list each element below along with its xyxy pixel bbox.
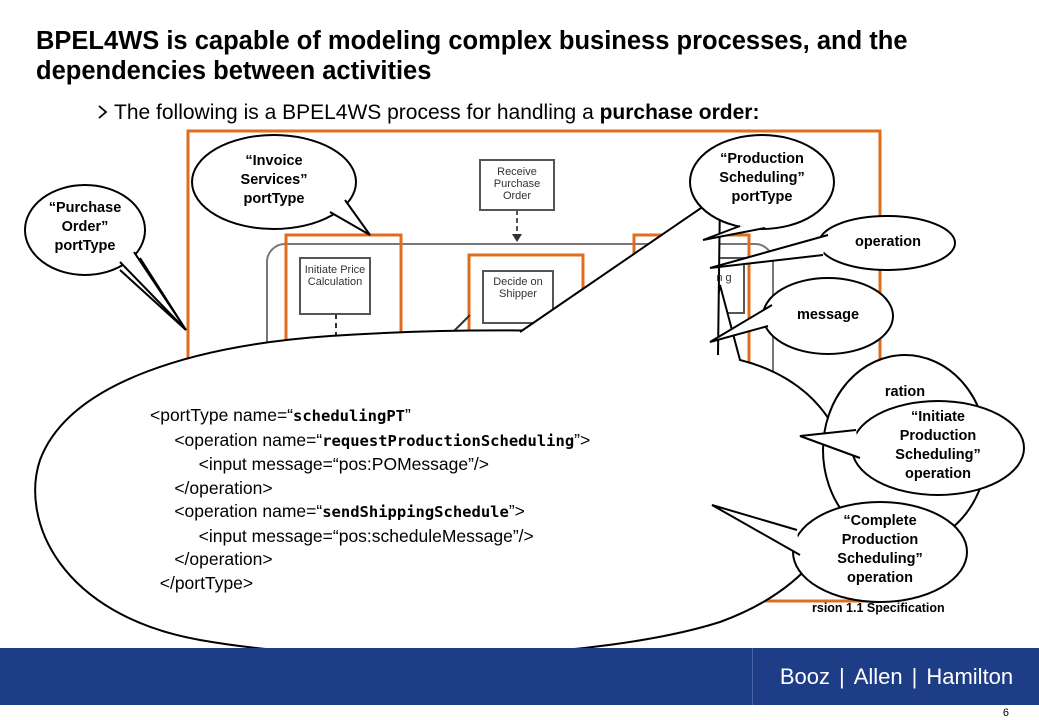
initiate-production-callout: “Initiate Production Scheduling” operati… (895, 409, 981, 482)
initiate-price-label: Initiate Price Calculation (304, 264, 366, 288)
message-callout: message (796, 307, 860, 323)
operation-partial-callout: ration (884, 384, 926, 400)
code-line-7: </operation> (174, 549, 273, 569)
purchase-order-callout: “Purchase Order” portType (48, 200, 122, 254)
code-line-3: <input message=“pos:POMessage”/> (198, 454, 489, 474)
initiate-price-box (299, 257, 371, 315)
scheduling-box-label: n g (716, 272, 732, 284)
bullet-text: The following is a BPEL4WS process for h… (114, 101, 600, 124)
code-line-5: <operation name=“sendShippingSchedule”> (174, 501, 525, 521)
receive-po-label: Receive Purchase Order (493, 166, 541, 202)
code-line-2: <operation name=“requestProductionSchedu… (174, 429, 591, 450)
code-line-8: </portType> (159, 572, 254, 593)
porttype-code-block: <portType name=“schedulingPT” <operation… (150, 404, 590, 595)
decide-shipper-label: Decide on Shipper (493, 276, 543, 300)
spec-caption: rsion 1.1 Specification (812, 601, 945, 615)
bullet-point: The following is a BPEL4WS process for h… (98, 99, 759, 127)
invoice-services-callout: “Invoice Services” portType (240, 153, 308, 207)
bullet-arrow-icon (98, 99, 114, 127)
decide-shipper-box (482, 270, 554, 324)
operation-callout: operation (854, 234, 922, 250)
page-number: 6 (1002, 707, 1009, 719)
bullet-bold-text: purchase order: (599, 101, 760, 124)
code-line-6: <input message=“pos:scheduleMessage”/> (198, 525, 534, 546)
production-scheduling-callout: “Production Scheduling” portType (719, 151, 805, 205)
slide-title: BPEL4WS is capable of modeling complex b… (36, 27, 908, 85)
code-line-4: </operation> (174, 477, 273, 498)
booz-allen-logo: Booz|Allen|Hamilton (752, 648, 1039, 705)
complete-production-callout: “Complete Production Scheduling” operati… (837, 513, 923, 586)
code-line-1: <portType name=“schedulingPT” (150, 405, 411, 425)
